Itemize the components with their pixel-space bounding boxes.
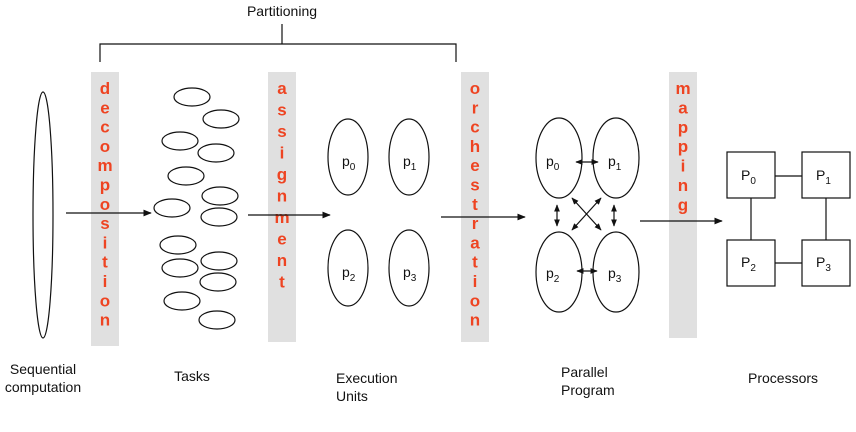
parallel-label-p0: p0 <box>546 153 560 173</box>
task-ellipse <box>161 258 199 278</box>
task-ellipse <box>153 198 191 218</box>
parallel-unit-p1 <box>592 117 640 199</box>
task-ellipse <box>201 186 239 206</box>
task-ellipse <box>167 166 205 186</box>
processor-label-p1: P1 <box>816 167 831 187</box>
parallel-program-label: Parallel <box>561 364 608 380</box>
execution-unit-p2 <box>327 229 369 307</box>
task-ellipse <box>200 251 238 271</box>
sequential-label: Sequential <box>10 361 76 377</box>
parallel-label-p3: p3 <box>608 265 622 285</box>
processor-label-p3: P3 <box>816 254 831 274</box>
orchestration-bar <box>461 72 489 342</box>
sequential-ellipse <box>32 91 54 339</box>
processor-label-p0: P0 <box>741 167 756 187</box>
execution-label-2: Units <box>336 388 368 404</box>
task-ellipse <box>202 109 240 129</box>
processor-box-p2 <box>726 239 776 287</box>
task-ellipse <box>159 235 197 255</box>
processor-box-p1 <box>801 151 851 199</box>
exec-label-p0: p0 <box>342 153 356 173</box>
task-ellipse <box>163 291 201 311</box>
execution-label: Execution <box>336 370 397 386</box>
parallel-label-p1: p1 <box>608 153 622 173</box>
processors-label: Processors <box>748 370 818 386</box>
tasks-label: Tasks <box>174 368 210 384</box>
task-ellipse <box>161 131 199 151</box>
mapping-bar <box>669 72 697 338</box>
execution-unit-p3 <box>388 229 430 307</box>
processor-box-p3 <box>801 239 851 287</box>
processor-label-p2: P2 <box>741 254 756 274</box>
exec-label-p2: p2 <box>342 264 356 284</box>
processor-links <box>750 175 827 264</box>
task-ellipse <box>198 310 236 330</box>
exec-label-p1: p1 <box>403 153 417 173</box>
execution-unit-p0 <box>327 118 369 196</box>
task-ellipse <box>200 207 238 227</box>
task-ellipse <box>173 87 211 107</box>
assignment-bar <box>268 72 296 342</box>
sequential-label-2: computation <box>5 379 81 395</box>
parallel-label-p2: p2 <box>546 265 560 285</box>
partitioning-bracket <box>99 24 457 62</box>
task-ellipse <box>199 272 237 292</box>
parallel-unit-p3 <box>592 231 640 313</box>
execution-unit-p1 <box>388 118 430 196</box>
exec-label-p3: p3 <box>403 264 417 284</box>
parallel-unit-p0 <box>535 117 583 199</box>
task-ellipse <box>197 143 235 163</box>
parallel-program-label-2: Program <box>561 382 615 398</box>
communication-arrows <box>554 159 617 274</box>
parallel-unit-p2 <box>535 231 583 313</box>
task-ellipses <box>153 87 240 330</box>
decomposition-bar <box>91 72 119 346</box>
partitioning-title: Partitioning <box>247 3 317 19</box>
processor-box-p0 <box>726 151 776 199</box>
